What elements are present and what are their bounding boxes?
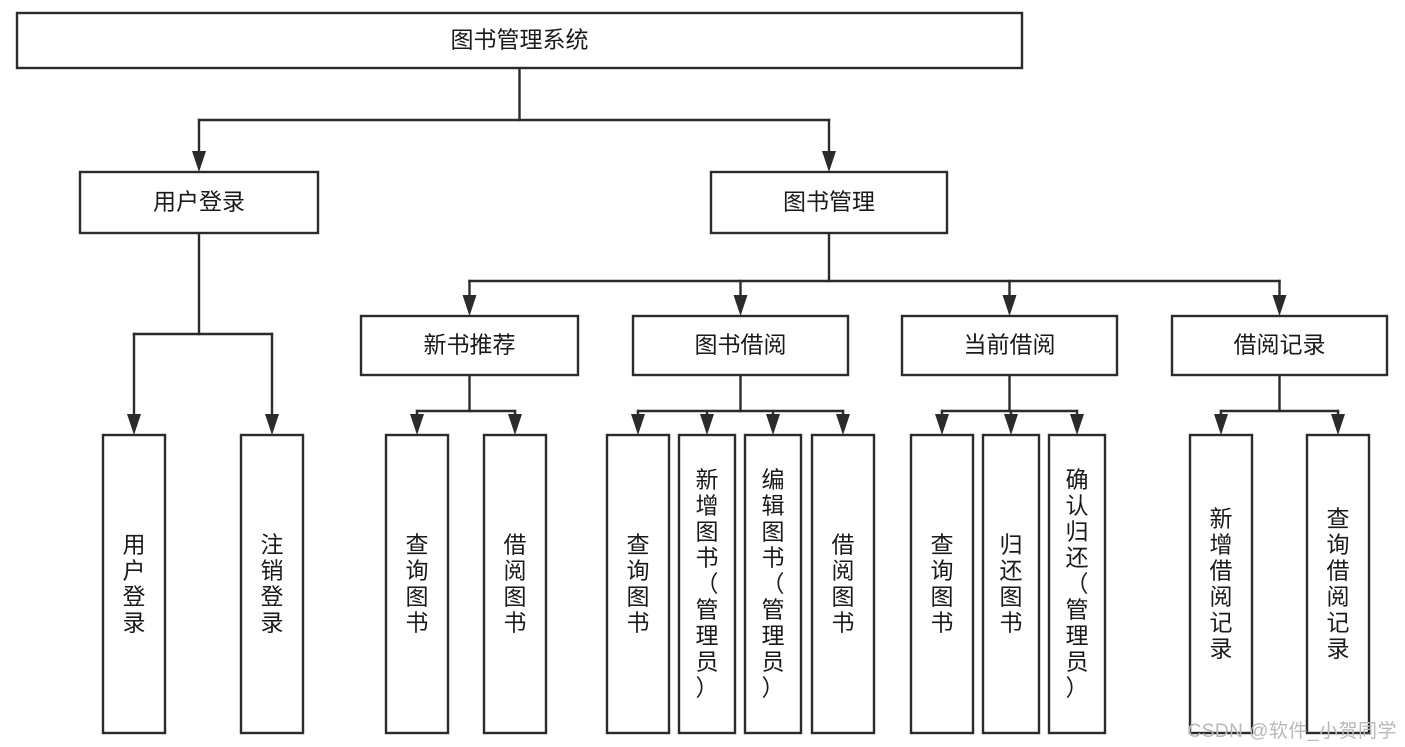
node-label-leaf-add-book-admin: 新增图书（管理员） [696,466,719,700]
node-book-borrow[interactable]: 图书借阅 [631,314,850,377]
node-label-current-borrow: 当前借阅 [964,332,1056,358]
node-box-new-book-recommend[interactable] [359,314,580,377]
edge-group-root [192,66,836,172]
node-leaf-query-book-1[interactable]: 查询图书 [384,433,450,735]
node-box-borrow-record[interactable] [1170,314,1389,377]
node-box-leaf-borrow-book-1[interactable] [482,433,548,735]
node-leaf-edit-book-admin[interactable]: 编辑图书（管理员） [743,433,803,735]
node-leaf-add-book-admin[interactable]: 新增图书（管理员） [677,433,737,735]
arrow-head-icon [410,414,424,435]
node-box-book-borrow[interactable] [631,314,850,377]
arrow-head-icon [508,414,522,435]
node-label-user-login: 用户登录 [153,189,245,215]
node-leaf-confirm-return-admin[interactable]: 确认归还（管理员） [1047,433,1107,735]
node-label-leaf-borrow-book-1: 借阅图书 [504,531,527,635]
node-box-root[interactable] [15,11,1024,70]
arrow-head-icon [822,151,836,172]
node-label-new-book-recommend: 新书推荐 [424,332,516,358]
edge-group-user-login [127,231,279,435]
node-label-leaf-query-book-1: 查询图书 [406,531,429,635]
node-label-root: 图书管理系统 [451,27,589,53]
node-box-leaf-logout[interactable] [239,433,305,735]
arrow-head-icon [462,295,477,316]
node-label-leaf-borrow-book-2: 借阅图书 [832,531,855,635]
arrow-head-icon [733,295,748,316]
node-new-book-recommend[interactable]: 新书推荐 [359,314,580,377]
edge-group-current-borrow [935,373,1084,435]
node-user-login[interactable]: 用户登录 [78,170,320,235]
node-box-leaf-query-borrow-record[interactable] [1305,433,1371,735]
node-leaf-logout[interactable]: 注销登录 [239,433,305,735]
node-label-leaf-edit-book-admin: 编辑图书（管理员） [762,466,785,700]
edge-group-book-borrow [631,373,850,435]
watermark-label: CSDN @软件_小贺同学 [1187,721,1397,742]
node-leaf-return-book[interactable]: 归还图书 [981,433,1041,735]
edge-group-book-management [462,231,1287,316]
node-leaf-query-book-2[interactable]: 查询图书 [605,433,671,735]
arrow-head-icon [127,414,141,435]
node-box-leaf-query-book-3[interactable] [909,433,975,735]
node-box-leaf-edit-book-admin[interactable] [743,433,803,735]
node-box-current-borrow[interactable] [900,314,1119,377]
node-box-leaf-add-borrow-record[interactable] [1188,433,1254,735]
arrow-head-icon [766,414,780,435]
arrow-head-icon [1272,295,1287,316]
arrow-head-icon [1331,414,1345,435]
node-box-leaf-return-book[interactable] [981,433,1041,735]
node-label-book-management: 图书管理 [783,189,875,215]
arrow-head-icon [192,151,206,172]
arrow-head-icon [631,414,645,435]
node-box-user-login[interactable] [78,170,320,235]
node-leaf-borrow-book-1[interactable]: 借阅图书 [482,433,548,735]
node-label-leaf-logout: 注销登录 [261,531,284,635]
node-label-leaf-add-borrow-record: 新增借阅记录 [1210,505,1233,661]
node-root[interactable]: 图书管理系统 [15,11,1024,70]
node-label-leaf-user-login: 用户登录 [123,531,146,635]
arrow-head-icon [700,414,714,435]
node-label-leaf-confirm-return-admin: 确认归还（管理员） [1066,466,1089,700]
node-leaf-query-book-3[interactable]: 查询图书 [909,433,975,735]
node-borrow-record[interactable]: 借阅记录 [1170,314,1389,377]
node-label-leaf-query-book-2: 查询图书 [627,531,650,635]
node-label-leaf-return-book: 归还图书 [1000,531,1023,635]
arrow-head-icon [1070,414,1084,435]
node-box-leaf-user-login[interactable] [101,433,167,735]
arrow-head-icon [836,414,850,435]
node-box-leaf-query-book-2[interactable] [605,433,671,735]
node-box-book-management[interactable] [709,170,949,235]
node-label-borrow-record: 借阅记录 [1234,332,1326,358]
edges-layer [127,66,1345,435]
arrow-head-icon [935,414,949,435]
edge-group-new-book-recommend [410,373,522,435]
node-label-book-borrow: 图书借阅 [695,332,787,358]
node-label-leaf-query-book-3: 查询图书 [931,531,954,635]
nodes-layer: 图书管理系统用户登录图书管理新书推荐图书借阅当前借阅借阅记录用户登录注销登录查询… [15,11,1389,735]
node-box-leaf-confirm-return-admin[interactable] [1047,433,1107,735]
arrow-head-icon [1214,414,1228,435]
node-box-leaf-query-book-1[interactable] [384,433,450,735]
node-leaf-add-borrow-record[interactable]: 新增借阅记录 [1188,433,1254,735]
node-current-borrow[interactable]: 当前借阅 [900,314,1119,377]
node-leaf-user-login[interactable]: 用户登录 [101,433,167,735]
node-leaf-query-borrow-record[interactable]: 查询借阅记录 [1305,433,1371,735]
edge-group-borrow-record [1214,373,1345,435]
node-box-leaf-borrow-book-2[interactable] [810,433,876,735]
node-box-leaf-add-book-admin[interactable] [677,433,737,735]
node-book-management[interactable]: 图书管理 [709,170,949,235]
node-leaf-borrow-book-2[interactable]: 借阅图书 [810,433,876,735]
arrow-head-icon [1004,414,1018,435]
node-label-leaf-query-borrow-record: 查询借阅记录 [1327,505,1350,661]
arrow-head-icon [1002,295,1017,316]
arrow-head-icon [265,414,279,435]
